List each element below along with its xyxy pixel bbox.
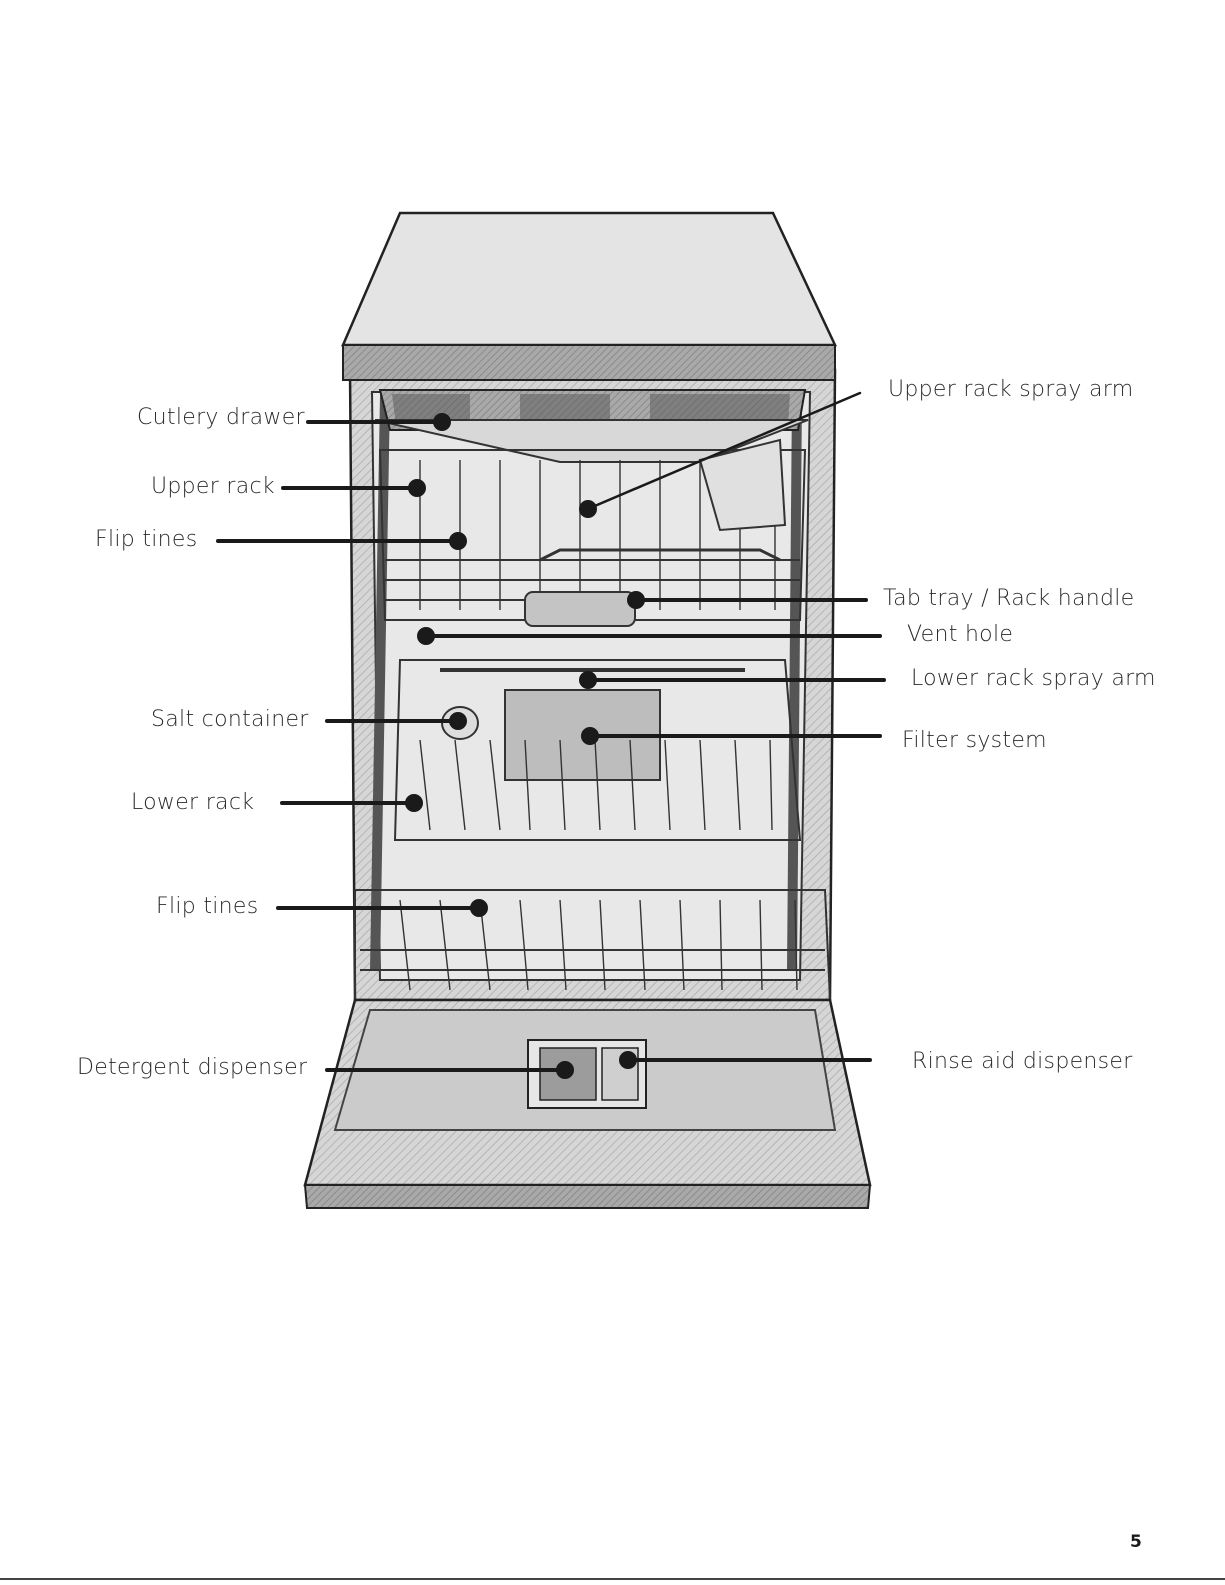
label-upper-rack-spray-arm: Upper rack spray arm	[888, 379, 1134, 401]
label-cutlery-drawer: Cutlery drawer	[137, 407, 305, 429]
dishwasher-top	[343, 213, 835, 380]
label-salt-container: Salt container	[151, 709, 309, 731]
dishwasher-door	[305, 1000, 870, 1208]
label-detergent-dispenser: Detergent dispenser	[77, 1057, 307, 1079]
label-tab-tray-rack-handle: Tab tray / Rack handle	[883, 588, 1135, 610]
label-flip-tines-upper: Flip tines	[95, 529, 198, 551]
label-filter-system: Filter system	[902, 730, 1047, 752]
page-bottom-rule	[0, 1578, 1225, 1580]
page-number: 5	[1130, 1532, 1142, 1552]
label-lower-rack: Lower rack	[131, 792, 254, 814]
label-vent-hole: Vent hole	[907, 624, 1013, 646]
label-upper-rack: Upper rack	[151, 476, 275, 498]
label-rinse-aid-dispenser: Rinse aid dispenser	[912, 1051, 1133, 1073]
label-flip-tines-lower: Flip tines	[156, 896, 259, 918]
label-lower-rack-spray-arm: Lower rack spray arm	[911, 668, 1156, 690]
